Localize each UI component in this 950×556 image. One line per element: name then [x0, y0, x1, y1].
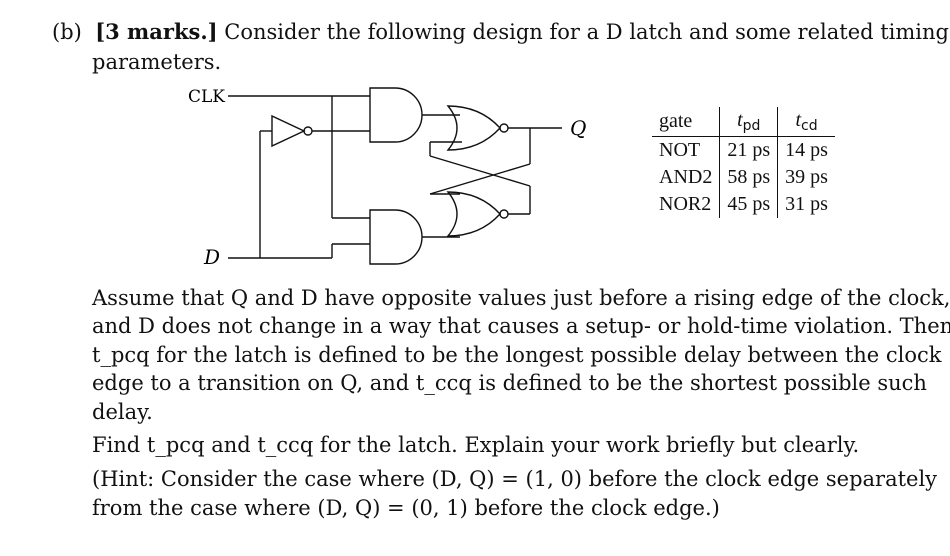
- nor-gate-bottom: [446, 191, 501, 237]
- q-label: Q: [570, 116, 586, 140]
- row-tpd: 45 ps: [719, 191, 779, 218]
- body-line-4: edge to a transition on Q, and t_ccq is …: [92, 371, 927, 395]
- header-tcd: tcd: [777, 107, 835, 137]
- body-line-3: t_pcq for the latch is defined to be the…: [92, 343, 942, 367]
- row-tcd: 14 ps: [785, 139, 828, 161]
- not-gate: [271, 114, 306, 148]
- table-row: AND2 58 ps 39 ps: [652, 164, 835, 191]
- nor-gate-bottom-bubble: [499, 209, 509, 219]
- hint-line-1: (Hint: Consider the case where (D, Q) = …: [92, 467, 938, 491]
- question-header: (b) [3 marks.] Consider the following de…: [52, 18, 949, 46]
- body-line-2: and D does not change in a way that caus…: [92, 314, 950, 338]
- question-intro-line2: parameters.: [92, 50, 222, 74]
- and-gate-top: [369, 87, 423, 143]
- row-tcd: 39 ps: [785, 166, 828, 188]
- row-gate: NOT: [652, 136, 721, 164]
- nor-gate-top-bubble: [499, 123, 509, 133]
- timing-table: gate tpd tcd NOT 21 ps 14 ps AND2 58 ps …: [652, 107, 835, 218]
- row-gate: NOR2: [652, 191, 721, 218]
- table-row: NOR2 45 ps 31 ps: [652, 191, 835, 218]
- task-line: Find t_pcq and t_ccq for the latch. Expl…: [92, 433, 860, 457]
- hint-line-2: from the case where (D, Q) = (0, 1) befo…: [92, 496, 720, 520]
- row-tpd: 58 ps: [719, 164, 779, 191]
- feedback-cross-2: [429, 155, 531, 187]
- header-gate: gate: [652, 107, 721, 137]
- body-line-1: Assume that Q and D have opposite values…: [92, 286, 950, 310]
- body-line-5: delay.: [92, 400, 153, 424]
- timing-table-header: gate tpd tcd: [652, 107, 835, 137]
- feedback-cross-1: [429, 163, 531, 195]
- clk-label: CLK: [188, 87, 225, 107]
- row-tcd: 31 ps: [785, 193, 828, 215]
- row-gate: AND2: [652, 164, 721, 191]
- table-row: NOT 21 ps 14 ps: [652, 136, 835, 164]
- and-gate-bottom: [369, 209, 423, 265]
- d-latch-circuit: CLK D Q: [188, 87, 586, 266]
- row-tpd: 21 ps: [719, 136, 779, 164]
- nor-gate-top: [446, 105, 501, 151]
- d-label: D: [203, 245, 220, 266]
- question-intro-line1: Consider the following design for a D la…: [224, 20, 949, 44]
- header-tpd: tpd: [719, 107, 779, 137]
- marks-label: [3 marks.]: [95, 19, 218, 44]
- question-label: (b): [52, 20, 82, 44]
